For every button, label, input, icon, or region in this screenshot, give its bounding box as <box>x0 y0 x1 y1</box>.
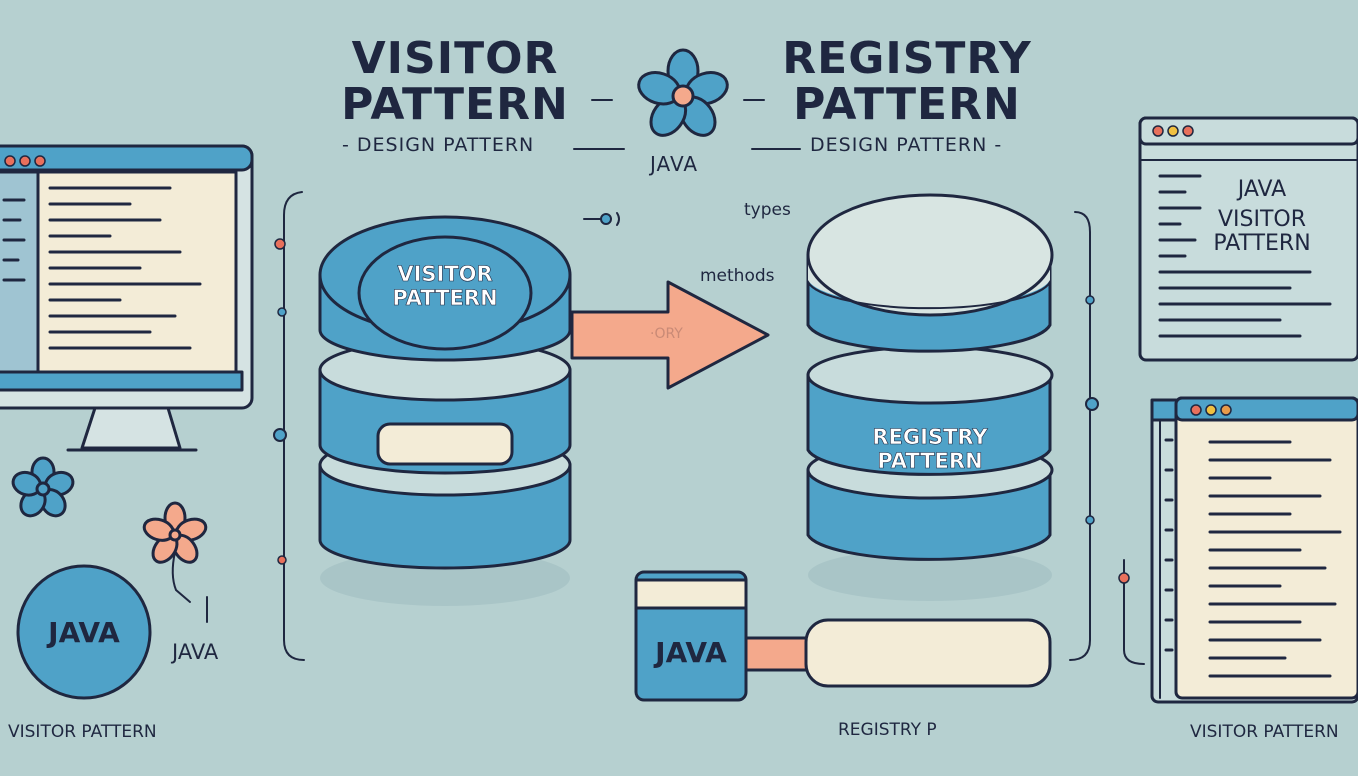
right-bottom-caption: VISITOR PATTERN <box>1190 722 1339 742</box>
stack-label-line: VISITOR <box>397 262 493 287</box>
java-small-label: JAVA <box>172 640 219 664</box>
window-line: VISITOR <box>1217 207 1307 232</box>
registry-stack-label: REGISTRY PATTERN <box>848 425 1012 474</box>
title-line: VISITOR <box>351 33 559 84</box>
flower-icon <box>11 456 75 518</box>
java-circle-label: JAVA <box>48 616 120 649</box>
title-line: PATTERN <box>793 79 1021 130</box>
database-stack-icon <box>318 215 572 606</box>
stack-label-line: REGISTRY <box>872 425 988 450</box>
center-java-label: JAVA <box>650 152 699 176</box>
registry-pattern-title: REGISTRY PATTERN <box>772 36 1042 128</box>
java-box <box>634 570 1052 702</box>
visitor-subtitle: - DESIGN PATTERN <box>342 134 535 156</box>
window-line: JAVA <box>1237 177 1287 202</box>
flower-icon <box>637 48 729 137</box>
browser-window-icon <box>1138 116 1358 362</box>
visitor-pattern-title: VISITOR PATTERN <box>330 36 580 128</box>
flower-icon <box>142 501 208 564</box>
browser-window-icon <box>1150 396 1358 704</box>
title-line: REGISTRY <box>782 33 1032 84</box>
right-window-text: JAVA VISITOR PATTERN <box>1192 178 1332 256</box>
header-connectors <box>573 99 801 150</box>
visitor-stack-label: VISITOR PATTERN <box>365 262 525 311</box>
java-circle <box>16 564 152 700</box>
stack-label-line: PATTERN <box>877 449 983 474</box>
types-label: types <box>744 200 791 220</box>
center-bottom-caption: REGISTRY P <box>838 720 937 740</box>
java-box-label: JAVA <box>655 636 727 669</box>
registry-subtitle: DESIGN PATTERN - <box>810 134 1003 156</box>
database-stack-icon <box>806 193 1054 601</box>
types-connector <box>583 212 620 226</box>
stack-label-line: PATTERN <box>392 286 498 311</box>
arrow-label: ·ORY <box>650 326 683 342</box>
right-timeline <box>1069 211 1145 665</box>
left-timeline <box>273 191 305 661</box>
title-line: PATTERN <box>341 79 569 130</box>
methods-label: methods <box>700 266 775 286</box>
arrow-right-icon <box>570 280 770 390</box>
window-line: PATTERN <box>1213 231 1311 256</box>
left-bottom-caption: VISITOR PATTERN <box>8 722 157 742</box>
monitor-icon <box>0 144 254 452</box>
